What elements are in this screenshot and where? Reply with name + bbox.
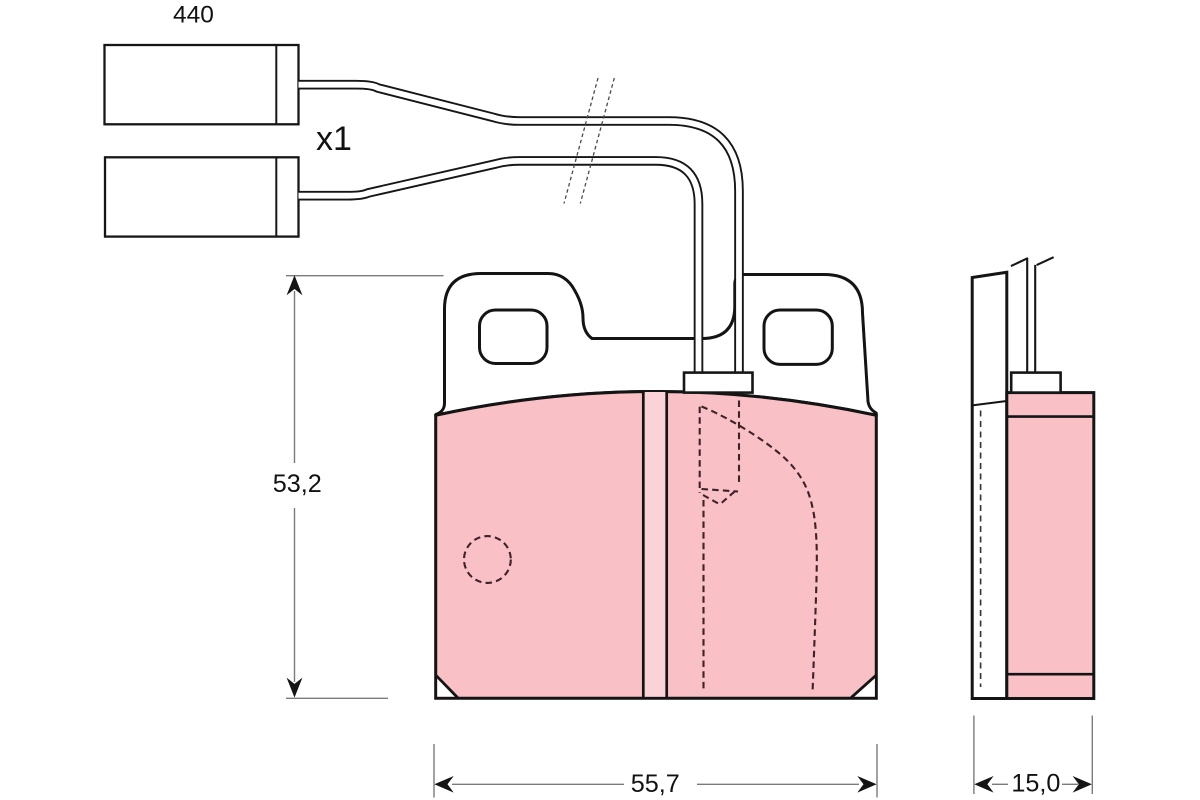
svg-text:55,7: 55,7 — [631, 770, 680, 798]
svg-text:x1: x1 — [316, 120, 352, 158]
svg-text:15,0: 15,0 — [1011, 769, 1060, 797]
svg-text:53,2: 53,2 — [273, 470, 322, 498]
svg-text:440: 440 — [173, 2, 214, 29]
